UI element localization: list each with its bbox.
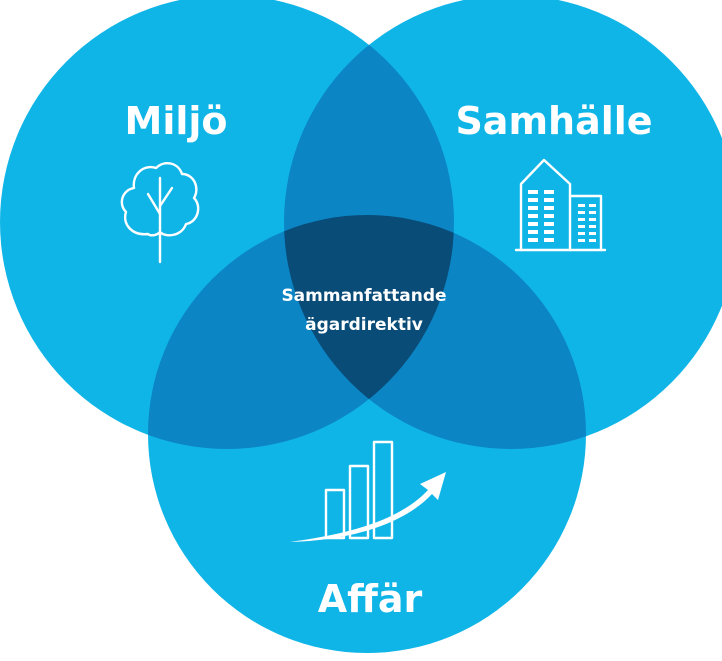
label-miljo: Miljö: [125, 99, 228, 143]
center-label-line2: ägardirektiv: [305, 315, 423, 335]
buildings-icon: [514, 158, 607, 252]
center-label-line1: Sammanfattande: [281, 286, 446, 306]
tree-icon: [120, 162, 200, 264]
label-affar: Affär: [318, 577, 423, 621]
growth-chart-icon: [290, 440, 446, 542]
label-samhalle: Samhälle: [455, 99, 652, 143]
